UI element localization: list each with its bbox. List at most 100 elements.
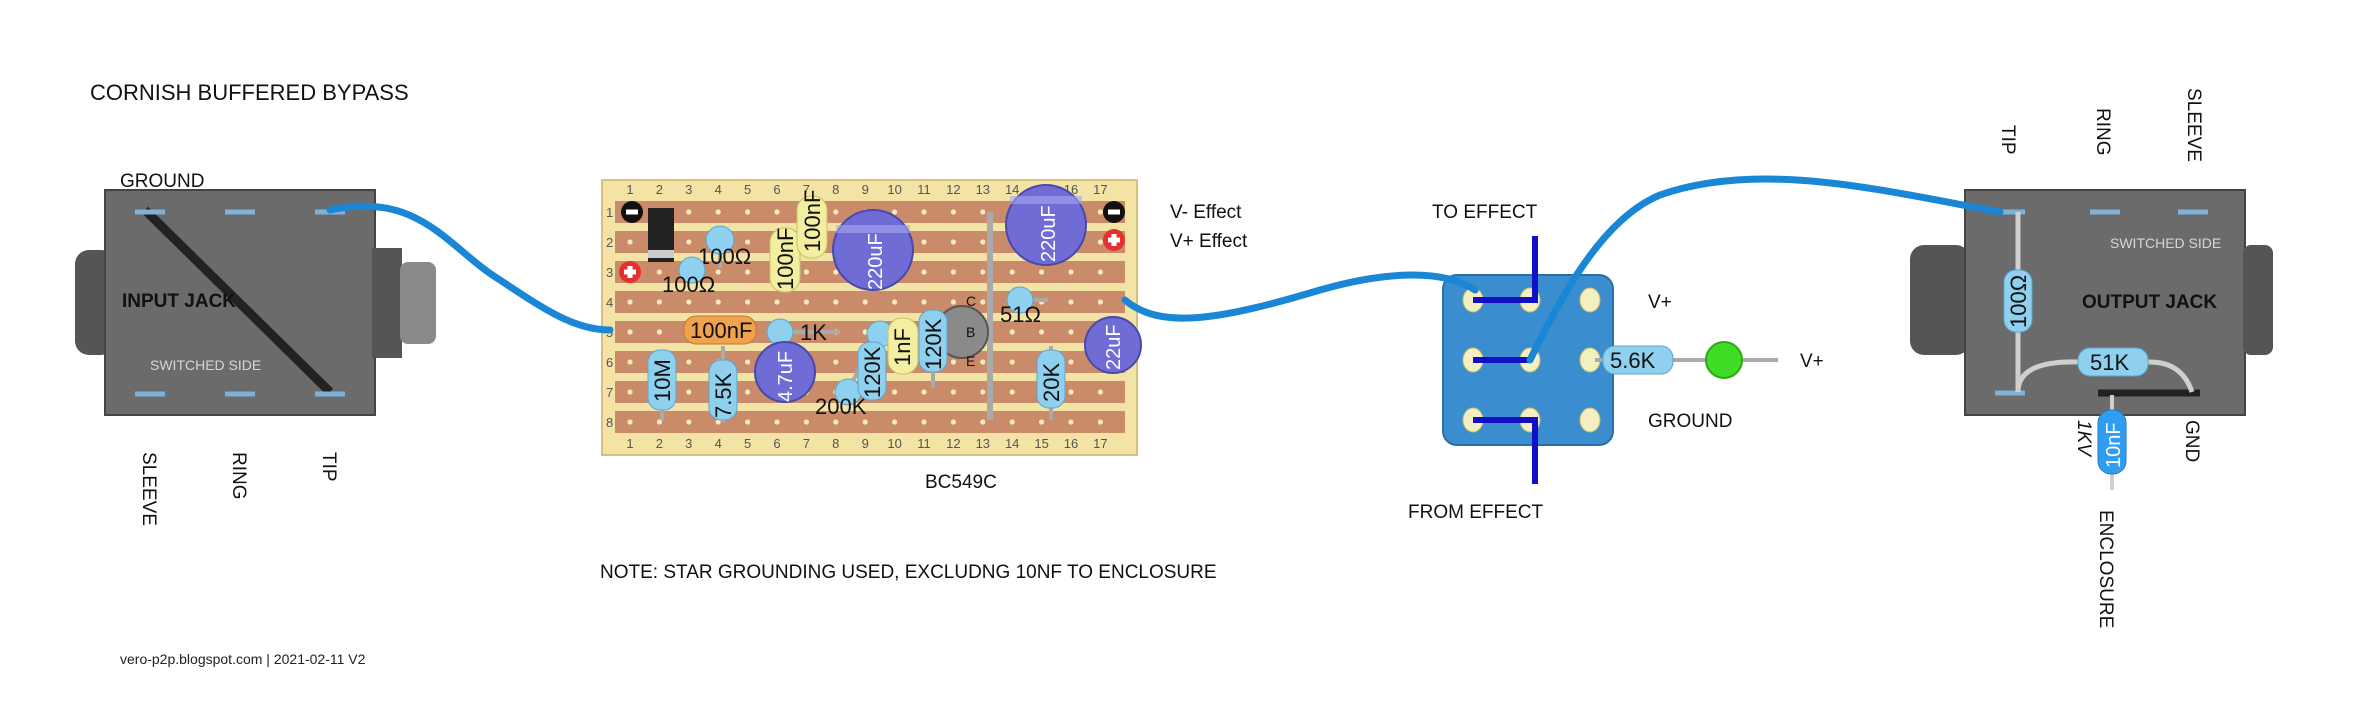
resistor-5k6-label: 5.6K xyxy=(1610,348,1656,373)
input-jack-sleeve-label: SLEEVE xyxy=(138,452,159,526)
resistor-120k-b-label: 120K xyxy=(921,318,946,370)
input-jack-switched-side: SWITCHED SIDE xyxy=(150,357,261,373)
column-number: 17 xyxy=(1093,182,1107,197)
transistor-pin-c: C xyxy=(966,293,976,309)
column-number: 14 xyxy=(1005,182,1019,197)
output-jack-right-nut xyxy=(2243,245,2273,355)
electrolytic-220uf-a-label: 220uF xyxy=(865,233,887,290)
electrolytic-22uf xyxy=(1084,316,1142,374)
strip-hole xyxy=(892,209,898,215)
resistor-100-b-head xyxy=(678,256,706,284)
row-number: 4 xyxy=(606,295,613,310)
strip-hole xyxy=(980,209,986,215)
strip-hole xyxy=(862,329,868,335)
column-number: 1 xyxy=(626,436,633,451)
strip-hole xyxy=(745,269,751,275)
output-jack-tip-label: TIP xyxy=(1997,125,2018,155)
strip-hole xyxy=(1039,269,1045,275)
strip-hole xyxy=(950,299,957,305)
strip-hole xyxy=(862,419,868,425)
strip-hole xyxy=(1039,329,1045,335)
film-cap-100nf-b xyxy=(796,195,828,259)
copper-strip xyxy=(615,411,1125,433)
transistor-type-label: BC549C xyxy=(925,472,997,493)
strip-hole xyxy=(862,299,868,305)
electrolytic-220uf-b xyxy=(1005,184,1087,266)
electrolytic-220uf-b-band xyxy=(1010,196,1082,204)
input-jack-tip-label: TIP xyxy=(318,452,339,482)
strip-hole xyxy=(745,299,751,305)
transistor-pin-e: E xyxy=(966,353,975,369)
column-number: 9 xyxy=(862,436,869,451)
strip-hole xyxy=(921,299,927,305)
strip-hole xyxy=(892,419,898,425)
strip-hole xyxy=(686,389,692,395)
strip-hole xyxy=(892,389,898,395)
strip-hole xyxy=(1009,359,1015,365)
vplus-effect-label: V+ Effect xyxy=(1170,231,1248,252)
resistor-100-b-label: 100Ω xyxy=(662,272,715,297)
column-number: 16 xyxy=(1064,436,1078,451)
strip-hole xyxy=(833,209,839,215)
strip-hole xyxy=(950,239,957,245)
strip-hole xyxy=(745,359,751,365)
strip-hole xyxy=(686,299,692,305)
resistor-5k6 xyxy=(1602,345,1674,375)
strip-hole xyxy=(774,419,780,425)
strip-hole xyxy=(950,359,957,365)
switch-wire-from-effect xyxy=(1473,417,1538,484)
strip-hole xyxy=(745,209,751,215)
column-number: 12 xyxy=(946,182,960,197)
output-jack-enclosure-label: ENCLOSURE xyxy=(2095,510,2116,628)
strip-hole xyxy=(980,239,986,245)
output-jack-gnd-label: GND xyxy=(2181,420,2202,462)
strip-hole xyxy=(950,419,957,425)
switch-wire-to-effect xyxy=(1473,236,1538,303)
film-cap-100nf-c xyxy=(683,315,757,345)
strip-hole xyxy=(1097,269,1103,275)
output-resistor-51k-label: 51K xyxy=(2090,350,2129,375)
column-number: 3 xyxy=(685,182,692,197)
led-vplus-label: V+ xyxy=(1800,351,1824,372)
strip-hole xyxy=(715,269,721,275)
minus-sign-icon xyxy=(1108,209,1120,215)
output-jack-left-nut xyxy=(1910,245,1970,355)
input-jack-barrel xyxy=(400,262,436,344)
strip-hole xyxy=(686,359,692,365)
strip-hole xyxy=(627,359,633,365)
output-cap-10nf-label: 10nF xyxy=(2103,422,2125,468)
strip-hole xyxy=(1039,419,1045,425)
resistor-100-a-label: 100Ω xyxy=(698,244,751,269)
strip-hole xyxy=(1068,419,1074,425)
strip-hole xyxy=(1097,299,1103,305)
strip-hole xyxy=(627,239,633,245)
resistor-10m-label: 10M xyxy=(650,359,675,402)
resistor-7k5 xyxy=(708,359,738,421)
strip-hole xyxy=(833,419,839,425)
resistor-200k-label: 200K xyxy=(815,394,867,419)
output-jack: OUTPUT JACK SWITCHED SIDE TIP RING SLEEV… xyxy=(1910,88,2273,628)
column-number: 4 xyxy=(715,436,722,451)
strip-hole xyxy=(980,389,986,395)
strip-hole xyxy=(656,329,663,335)
column-number: 2 xyxy=(656,182,663,197)
strip-hole xyxy=(803,419,810,425)
output-jack-ring-label: RING xyxy=(2092,108,2113,156)
column-number: 12 xyxy=(946,436,960,451)
input-jack-label: INPUT JACK xyxy=(122,291,236,312)
output-cap-10nf xyxy=(2097,409,2127,475)
strip-hole xyxy=(1068,329,1074,335)
vminus-effect-label: V- Effect xyxy=(1170,202,1242,223)
output-jack-label: OUTPUT JACK xyxy=(2082,292,2217,313)
strip-hole xyxy=(980,299,986,305)
strip-hole xyxy=(833,359,839,365)
strip-hole xyxy=(745,239,751,245)
resistor-20k xyxy=(1036,349,1066,409)
strip-hole xyxy=(656,269,663,275)
strip-hole xyxy=(980,269,986,275)
strip-hole xyxy=(833,269,839,275)
strip-hole xyxy=(715,209,721,215)
input-jack-ground-label: GROUND xyxy=(120,171,204,192)
